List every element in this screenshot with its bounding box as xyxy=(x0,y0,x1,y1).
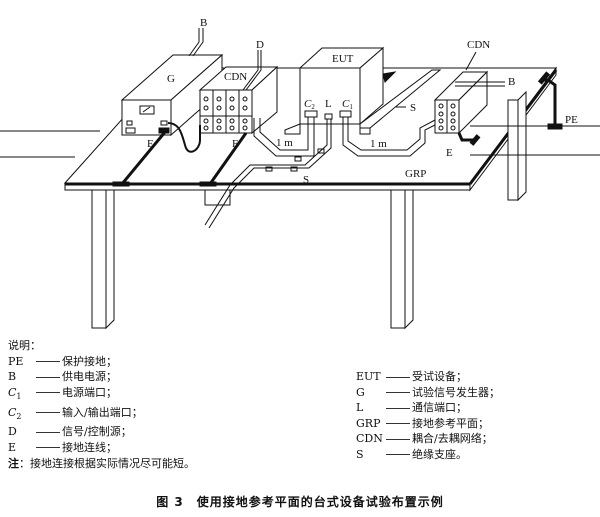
label-c1: C1 xyxy=(342,98,353,111)
insulating-support-s-cable xyxy=(265,148,325,172)
generator-to-cdn-cable xyxy=(167,122,201,153)
label-e-left: E xyxy=(147,138,154,150)
table-legs xyxy=(91,90,527,330)
figure-caption: 图 3 使用接地参考平面的台式设备试验布置示例 xyxy=(156,495,444,509)
cable-loop-right xyxy=(342,117,436,157)
label-cdn-right: CDN xyxy=(467,39,490,51)
label-cdn-left: CDN xyxy=(224,71,247,83)
power-cable-b xyxy=(188,28,200,57)
label-grp: GRP xyxy=(405,168,426,180)
label-s-bottom: S xyxy=(303,174,309,186)
comm-cable-l xyxy=(204,119,328,226)
label-l: L xyxy=(325,98,332,110)
cdn-right xyxy=(433,70,489,135)
signal-generator-g xyxy=(120,53,224,137)
eut xyxy=(298,46,385,126)
label-1m-left: 1 m xyxy=(276,137,293,149)
label-b-right: B xyxy=(508,76,515,88)
legend-title: 说明： xyxy=(8,339,41,352)
ground-straps-e xyxy=(112,71,563,187)
cdn-left xyxy=(198,65,279,135)
insulating-support-s-eut xyxy=(284,69,442,135)
cable-loop-left xyxy=(253,117,315,157)
legend-note: 注：接地连接根据实际情况尽可能短。 xyxy=(8,456,195,470)
label-s-right: S xyxy=(410,102,416,114)
test-setup-diagram: B D EUT CDN CDN G C2 L C1 S B PE E E E 1… xyxy=(0,17,600,330)
label-1m-right: 1 m xyxy=(370,138,387,150)
label-c2: C2 xyxy=(304,98,315,111)
label-g: G xyxy=(167,73,175,85)
label-eut: EUT xyxy=(332,53,354,65)
label-pe: PE xyxy=(565,114,578,126)
label-b-top: B xyxy=(200,17,207,29)
label-e-right: E xyxy=(446,147,453,159)
label-e-mid: E xyxy=(232,138,239,150)
signal-source-cable-d xyxy=(242,50,259,91)
label-d: D xyxy=(256,39,264,51)
